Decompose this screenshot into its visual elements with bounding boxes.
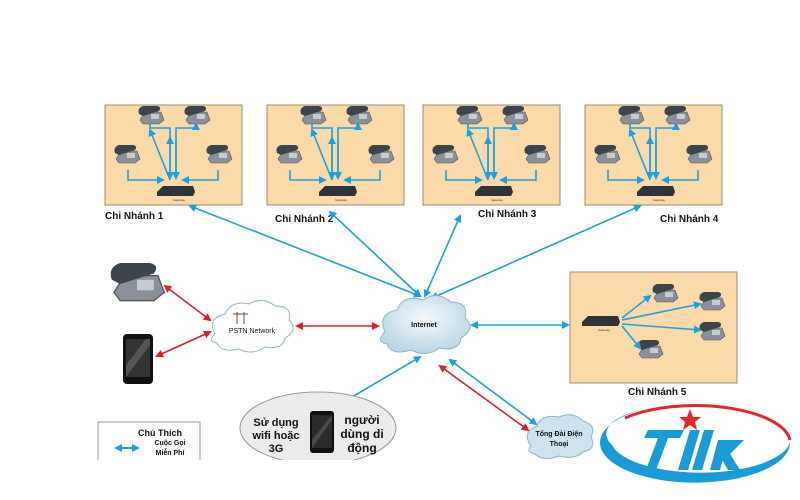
desk-phone-icon bbox=[110, 263, 166, 302]
gateway-device: Gateway bbox=[157, 186, 195, 202]
wifi-label-2: wifi hoặc bbox=[251, 430, 299, 442]
free-call-arrow bbox=[430, 204, 642, 300]
pstn-label: PSTN Network bbox=[229, 328, 276, 335]
tmk-logo bbox=[600, 404, 792, 483]
free-call-arrow bbox=[310, 128, 333, 181]
free-call-arrow bbox=[621, 301, 702, 321]
desk-phone-icon bbox=[184, 106, 211, 125]
desk-phone-icon bbox=[346, 106, 373, 125]
pstn-cloud: PSTN Network bbox=[211, 300, 294, 353]
free-call-arrow bbox=[621, 325, 642, 350]
wifi-label-3: 3G bbox=[269, 443, 284, 455]
free-call-arrow bbox=[466, 128, 489, 181]
branch-label: Chi Nhánh 5 bbox=[628, 387, 687, 398]
legend: Chú Thích Cuộc Gọi Miễn Phí bbox=[97, 421, 201, 460]
free-call-arrow bbox=[628, 128, 651, 181]
desk-phone-icon bbox=[664, 106, 691, 125]
gateway-label: Gateway bbox=[653, 198, 665, 202]
free-call-arrow bbox=[328, 210, 422, 298]
wifi-label-1: Sử dụng bbox=[253, 417, 298, 429]
gateway-label: Gateway bbox=[173, 198, 185, 202]
desk-phone-icon bbox=[138, 106, 165, 125]
desk-phone-icon bbox=[637, 340, 664, 359]
internet-cloud: Internet bbox=[380, 295, 471, 354]
paid-call-arrow bbox=[438, 364, 530, 432]
branch-label: Chi Nhánh 4 bbox=[660, 214, 719, 225]
desk-phone-icon bbox=[618, 106, 645, 125]
user-label-2: dùng di bbox=[340, 427, 383, 441]
pole-icon bbox=[233, 312, 248, 324]
gateway-label: Gateway bbox=[598, 328, 610, 332]
pbx-label-2: Thoại bbox=[550, 441, 569, 448]
user-label-1: người bbox=[344, 413, 379, 427]
legend-item-2: Miễn Phí bbox=[156, 448, 186, 457]
desk-phone bbox=[110, 263, 166, 302]
branch-label: Chi Nhánh 1 bbox=[105, 211, 164, 222]
paid-call-arrow bbox=[163, 284, 212, 322]
desk-phone-icon bbox=[276, 145, 303, 164]
desk-phone-icon bbox=[594, 145, 621, 164]
desk-phone-icon bbox=[699, 292, 726, 311]
gateway-device: Gateway bbox=[475, 186, 513, 202]
free-call-arrow bbox=[621, 294, 652, 319]
legend-item-1: Cuộc Gọi bbox=[154, 440, 185, 447]
free-call-arrow bbox=[148, 128, 171, 181]
desk-phone-icon bbox=[300, 106, 327, 125]
branch-label: Chi Nhánh 3 bbox=[478, 209, 537, 220]
paid-call-arrow bbox=[155, 330, 212, 358]
mobile-phone-icon bbox=[123, 334, 153, 384]
desk-phone-icon bbox=[368, 145, 395, 164]
desk-phone-icon bbox=[686, 145, 713, 164]
mobile-users-group: Sử dụng wifi hoặc 3G người dùng di động bbox=[239, 391, 400, 472]
branch-label: Chi Nhánh 2 bbox=[275, 214, 334, 225]
desk-phone-icon bbox=[114, 145, 141, 164]
gateway-label: Gateway bbox=[491, 198, 503, 202]
desk-phone-icon bbox=[524, 145, 551, 164]
pbx-cloud: Tổng Đài Điện Thoại bbox=[526, 414, 594, 460]
legend-title: Chú Thích bbox=[138, 428, 182, 438]
pbx-label-1: Tổng Đài Điện bbox=[535, 430, 582, 438]
gateway-device: Gateway bbox=[637, 186, 675, 202]
desk-phone-icon bbox=[432, 145, 459, 164]
gateway-device: Gateway bbox=[319, 186, 357, 202]
desk-phone-icon bbox=[699, 322, 726, 341]
desk-phone-icon bbox=[502, 106, 529, 125]
desk-phone-icon bbox=[206, 145, 233, 164]
free-call-arrow bbox=[621, 323, 702, 334]
gateway-label: Gateway bbox=[335, 198, 347, 202]
desk-phone-icon bbox=[652, 284, 679, 303]
gateway-device: Gateway bbox=[582, 316, 620, 332]
internet-label: Internet bbox=[411, 322, 437, 329]
smartphone-icon bbox=[310, 411, 334, 453]
free-call-arrow bbox=[448, 358, 538, 426]
free-call-arrow bbox=[423, 214, 462, 298]
user-label-3: động bbox=[347, 441, 376, 455]
desk-phone-icon bbox=[456, 106, 483, 125]
